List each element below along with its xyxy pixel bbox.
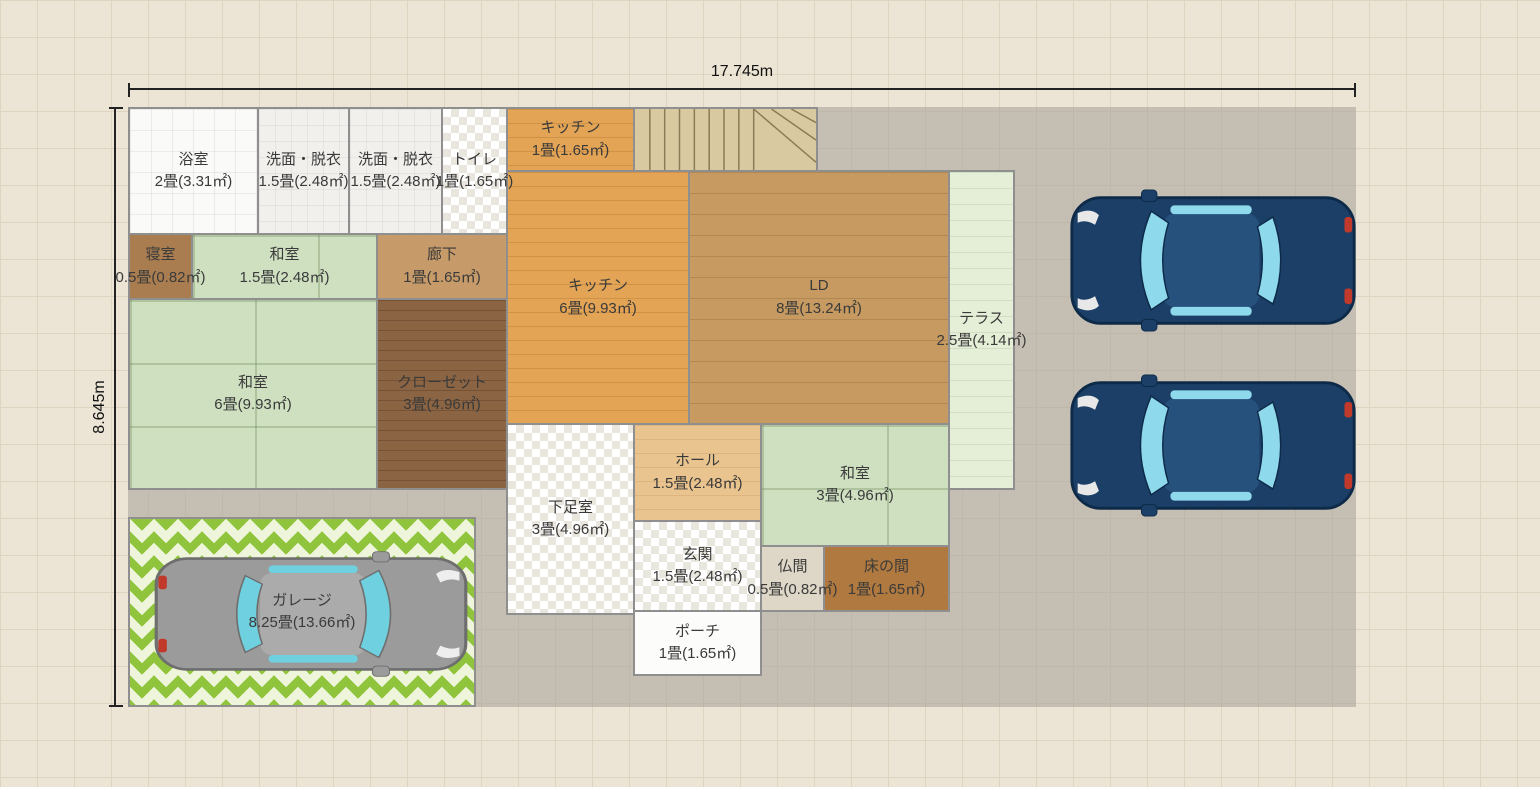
room-washitsu-1-5-label: 和室 1.5畳(2.48㎡) bbox=[239, 246, 330, 286]
room-bath-label: 浴室 2畳(3.31㎡) bbox=[154, 150, 233, 191]
room-closet-label: クローゼット 3畳(4.96㎡) bbox=[396, 373, 487, 414]
room-bedroom-label: 寝室 0.5畳(0.82㎡) bbox=[115, 246, 206, 286]
room-washitsu-6[interactable]: 和室 6畳(9.93㎡) bbox=[128, 298, 378, 490]
room-porch-label: ポーチ 1畳(1.65㎡) bbox=[658, 622, 737, 663]
room-washitsu-1-5[interactable]: 和室 1.5畳(2.48㎡) bbox=[191, 233, 378, 300]
room-entrance[interactable]: 玄関 1.5畳(2.48㎡) bbox=[633, 520, 762, 612]
room-kitchen[interactable]: キッチン 6畳(9.93㎡) bbox=[506, 170, 690, 425]
room-tokonoma[interactable]: 床の間 1畳(1.65㎡) bbox=[823, 545, 950, 612]
room-closet[interactable]: クローゼット 3畳(4.96㎡) bbox=[376, 298, 508, 490]
garage-car[interactable] bbox=[152, 550, 470, 678]
dimension-width-label: 17.745m bbox=[710, 63, 774, 80]
room-garage-label: ガレージ 8.25畳(13.66㎡) bbox=[248, 591, 356, 632]
room-entrance-label: 玄関 1.5畳(2.48㎡) bbox=[652, 545, 743, 586]
room-shoe-room-label: 下足室 3畳(4.96㎡) bbox=[531, 498, 610, 539]
room-hall-label: ホール 1.5畳(2.48㎡) bbox=[652, 452, 743, 492]
room-kitchen-small[interactable]: キッチン 1畳(1.65㎡) bbox=[506, 107, 635, 172]
room-hallway-label: 廊下 1畳(1.65㎡) bbox=[403, 246, 481, 286]
room-kitchen-label: キッチン 6畳(9.93㎡) bbox=[559, 277, 637, 317]
room-tokonoma-label: 床の間 1畳(1.65㎡) bbox=[847, 558, 926, 598]
room-washroom-1[interactable]: 洗面・脱衣 1.5畳(2.48㎡) bbox=[257, 107, 350, 235]
room-hall[interactable]: ホール 1.5畳(2.48㎡) bbox=[633, 423, 762, 522]
room-washitsu-3[interactable]: 和室 3畳(4.96㎡) bbox=[760, 423, 950, 547]
room-washitsu-6-label: 和室 6畳(9.93㎡) bbox=[214, 373, 292, 414]
room-washroom-1-label: 洗面・脱衣 1.5畳(2.48㎡) bbox=[258, 150, 349, 191]
room-butsuma-label: 仏間 0.5畳(0.82㎡) bbox=[747, 558, 838, 598]
room-toilet-label: トイレ 1畳(1.65㎡) bbox=[435, 150, 514, 191]
room-washroom-2-label: 洗面・脱衣 1.5畳(2.48㎡) bbox=[350, 150, 441, 191]
dimension-width: 17.745m bbox=[128, 63, 1356, 97]
room-shoe-room[interactable]: 下足室 3畳(4.96㎡) bbox=[506, 423, 635, 615]
room-bedroom[interactable]: 寝室 0.5畳(0.82㎡) bbox=[115, 233, 206, 300]
room-terrace-label: テラス 2.5畳(4.14㎡) bbox=[936, 309, 1027, 350]
room-ld[interactable]: LD 8畳(13.24㎡) bbox=[688, 170, 950, 425]
room-washitsu-3-label: 和室 3畳(4.96㎡) bbox=[816, 464, 894, 505]
stairs[interactable] bbox=[633, 107, 818, 172]
room-ld-label: LD 8畳(13.24㎡) bbox=[776, 277, 862, 317]
room-washroom-2[interactable]: 洗面・脱衣 1.5畳(2.48㎡) bbox=[348, 107, 443, 235]
dimension-height-label: 8.645m bbox=[91, 380, 108, 434]
room-butsuma[interactable]: 仏間 0.5畳(0.82㎡) bbox=[747, 545, 838, 612]
room-kitchen-small-label: キッチン 1畳(1.65㎡) bbox=[531, 119, 610, 159]
room-bath[interactable]: 浴室 2畳(3.31㎡) bbox=[128, 107, 259, 235]
parked-car-1[interactable] bbox=[1068, 188, 1358, 333]
stairs-treads-icon bbox=[649, 109, 816, 170]
room-porch[interactable]: ポーチ 1畳(1.65㎡) bbox=[633, 610, 762, 676]
parked-car-2[interactable] bbox=[1068, 373, 1358, 518]
room-terrace[interactable]: テラス 2.5畳(4.14㎡) bbox=[936, 170, 1027, 490]
room-hallway[interactable]: 廊下 1畳(1.65㎡) bbox=[376, 233, 508, 300]
dimension-height: 8.645m bbox=[91, 107, 123, 707]
room-toilet[interactable]: トイレ 1畳(1.65㎡) bbox=[436, 107, 513, 235]
